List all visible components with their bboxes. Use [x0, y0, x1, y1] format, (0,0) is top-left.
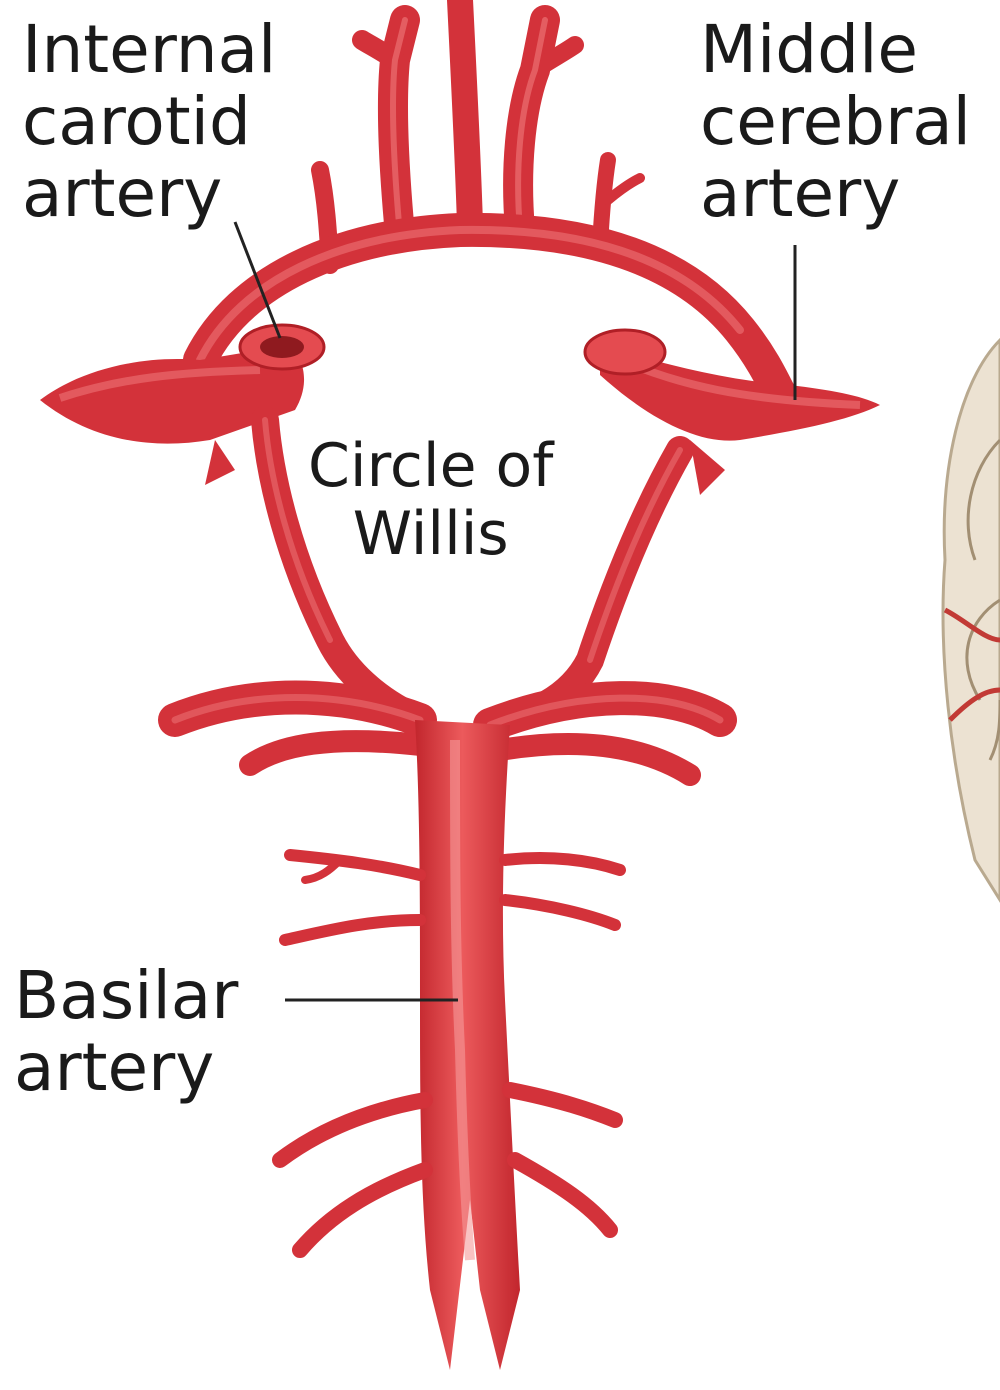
label-line: cerebral — [700, 86, 971, 158]
label-line: artery — [14, 1032, 238, 1104]
label-circle-of-willis: Circle of Willis — [308, 432, 553, 568]
label-line: Internal — [22, 14, 276, 86]
basilar-trunk — [415, 720, 520, 1370]
label-line: Basilar — [14, 960, 238, 1032]
label-line: Circle of — [308, 432, 553, 500]
label-line: carotid — [22, 86, 276, 158]
label-internal-carotid-artery: Internal carotid artery — [22, 14, 276, 230]
label-line: artery — [22, 158, 276, 230]
label-line: Willis — [308, 500, 553, 568]
right-carotid-segment — [585, 330, 880, 495]
label-middle-cerebral-artery: Middle cerebral artery — [700, 14, 971, 230]
label-line: artery — [700, 158, 971, 230]
brain-edge — [943, 340, 1000, 900]
label-line: Middle — [700, 14, 971, 86]
label-basilar-artery: Basilar artery — [14, 960, 238, 1104]
